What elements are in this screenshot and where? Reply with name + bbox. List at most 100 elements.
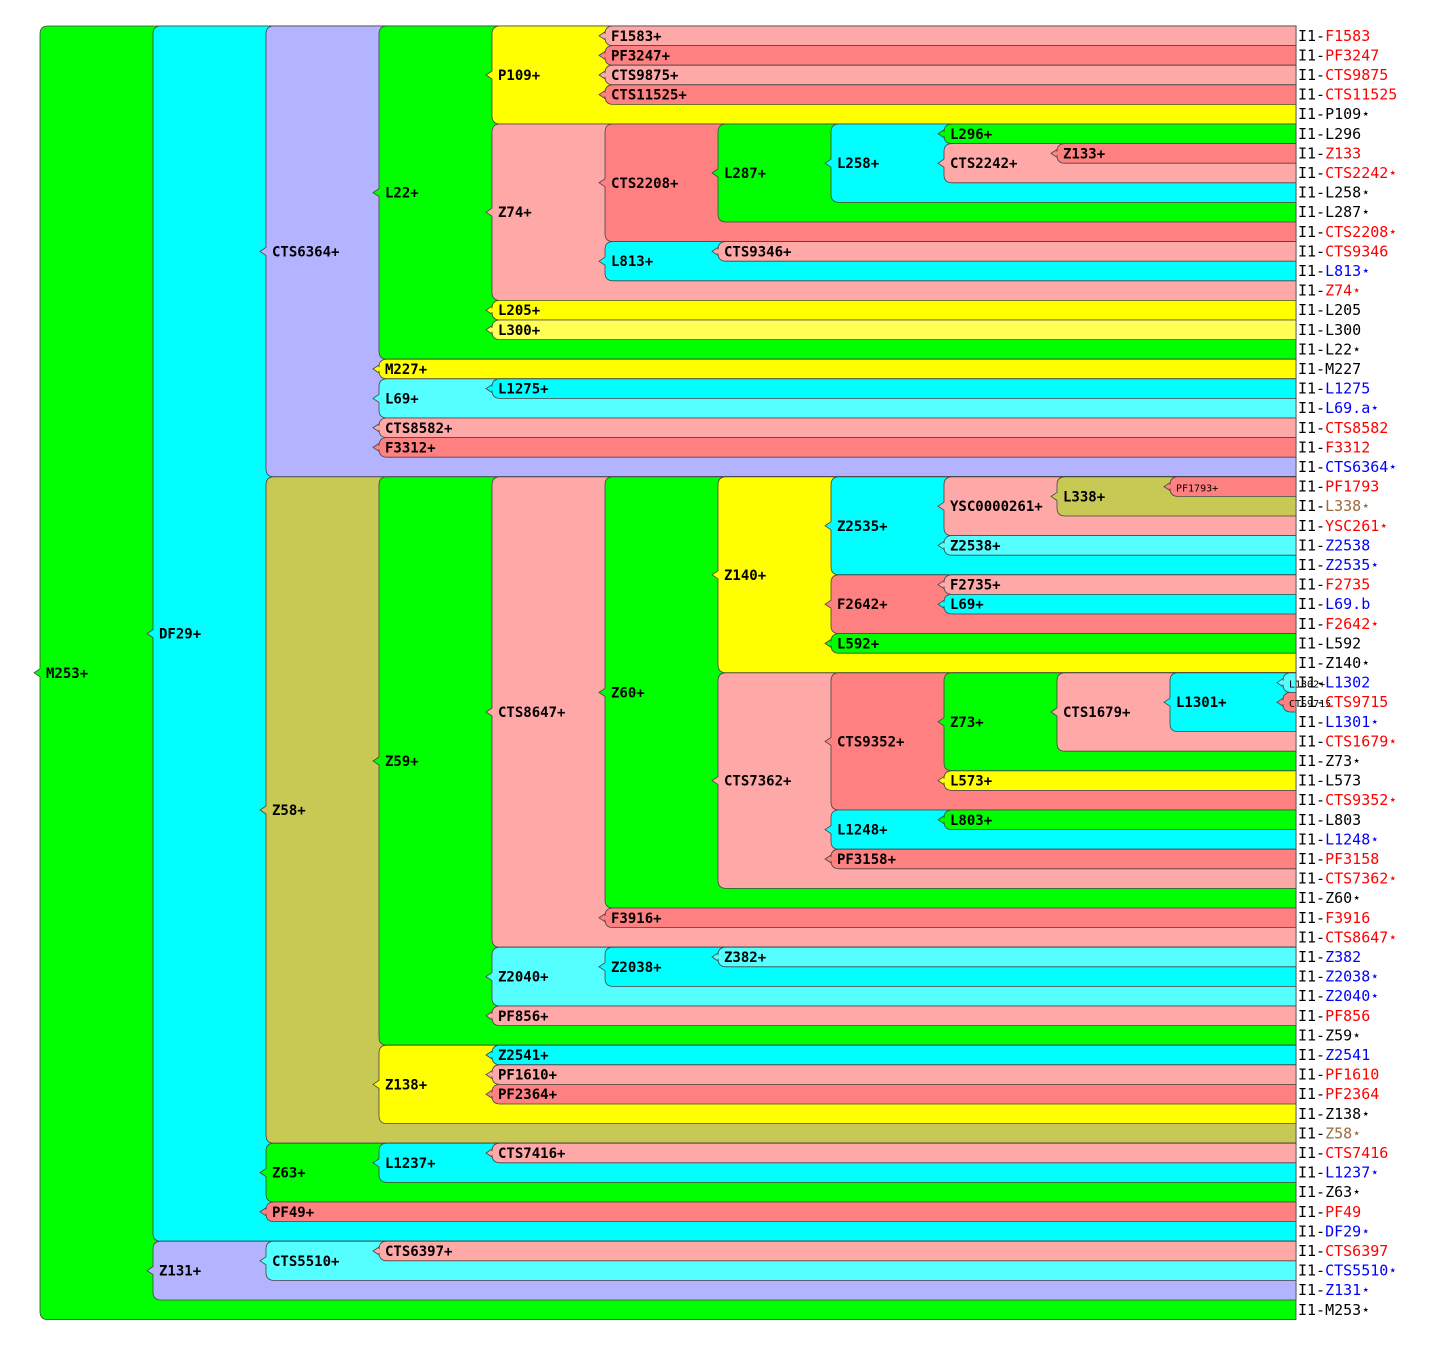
clade-label-z140-23: Z140+	[724, 568, 766, 584]
clade-block-cts7416-57	[485, 1142, 1297, 1164]
leaf-prefix: I1-	[1298, 86, 1325, 104]
leaf-prefix: I1-	[1298, 536, 1325, 554]
leaf-prefix: I1-	[1298, 242, 1325, 260]
leaf-row-cts7416: I1-CTS7416	[1298, 1144, 1388, 1162]
leaf-name: Z2038⋆	[1325, 968, 1379, 986]
leaf-name: F3312	[1325, 438, 1370, 456]
clade-label-z74-5: Z74+	[498, 205, 532, 221]
leaf-prefix: I1-	[1298, 752, 1325, 770]
leaf-prefix: I1-	[1298, 1301, 1325, 1319]
leaf-row-z2535: I1-Z2535⋆	[1298, 556, 1379, 574]
leaf-row-cts5510: I1-CTS5510⋆	[1298, 1262, 1397, 1280]
clade-label-l1237-57: L1237+	[385, 1156, 436, 1172]
leaf-prefix: I1-	[1298, 732, 1325, 750]
clade-label-cts9352-33: CTS9352+	[837, 734, 904, 750]
leaf-prefix: I1-	[1298, 27, 1325, 45]
leaf-name: Z138⋆	[1325, 1105, 1370, 1123]
leaf-name: Z60⋆	[1325, 889, 1361, 907]
leaf-name: Z2040⋆	[1325, 987, 1379, 1005]
leaf-prefix: I1-	[1298, 105, 1325, 123]
leaf-row-cts2242: I1-CTS2242⋆	[1298, 164, 1397, 182]
leaf-row-z2538: I1-Z2538	[1298, 536, 1370, 554]
leaf-prefix: I1-	[1298, 321, 1325, 339]
leaf-row-cts9346: I1-CTS9346	[1298, 242, 1388, 260]
leaf-name: PF1793	[1325, 478, 1379, 496]
leaf-row-l338: I1-L338⋆	[1298, 497, 1370, 515]
leaf-name: L22⋆	[1325, 340, 1361, 358]
clade-block-l573-38	[937, 770, 1297, 791]
leaf-row-z58: I1-Z58⋆	[1298, 1124, 1361, 1142]
leaf-name: PF856	[1325, 1007, 1370, 1025]
leaf-name: L300	[1325, 321, 1361, 339]
clade-block-pf3247-1	[598, 45, 1297, 66]
leaf-row-l813: I1-L813⋆	[1298, 262, 1370, 280]
leaf-name: Z59⋆	[1325, 1026, 1361, 1044]
leaf-name: L69.a⋆	[1325, 399, 1379, 417]
clade-label-cts5510-62: CTS5510+	[272, 1254, 339, 1270]
leaf-prefix: I1-	[1298, 1164, 1325, 1182]
leaf-row-cts9715: I1-CTS9715	[1298, 693, 1388, 711]
leaf-prefix: I1-	[1298, 556, 1325, 574]
clade-label-l296-5: L296+	[950, 127, 992, 143]
leaf-row-z131: I1-Z131⋆	[1298, 1281, 1370, 1299]
leaf-prefix: I1-	[1298, 634, 1325, 652]
leaf-prefix: I1-	[1298, 674, 1325, 692]
clade-block-z382-47	[711, 946, 1297, 968]
leaf-row-m253: I1-M253⋆	[1298, 1301, 1370, 1319]
leaf-name: L1301⋆	[1325, 713, 1379, 731]
leaf-name: L258⋆	[1325, 184, 1370, 202]
clade-block-f3312-21	[372, 437, 1297, 458]
clade-label-z73-33: Z73+	[950, 715, 984, 731]
leaf-row-pf1610: I1-PF1610	[1298, 1066, 1379, 1084]
leaf-row-pf856: I1-PF856	[1298, 1007, 1370, 1025]
clade-label-z2535-23: Z2535+	[837, 519, 888, 535]
clade-block-l69-29	[937, 594, 1297, 615]
leaf-prefix: I1-	[1298, 811, 1325, 829]
leaf-row-l1248: I1-L1248⋆	[1298, 830, 1379, 848]
leaf-row-cts7362: I1-CTS7362⋆	[1298, 870, 1397, 888]
clade-block-l1301-33	[1163, 672, 1297, 732]
leaf-prefix: I1-	[1298, 380, 1325, 398]
clade-label-cts8582-20: CTS8582+	[385, 421, 452, 437]
leaf-prefix: I1-	[1298, 713, 1325, 731]
leaf-name: L813⋆	[1325, 262, 1370, 280]
clade-label-ysc0000261-23: YSC0000261+	[950, 499, 1043, 515]
clade-label-pf3158-42: PF3158+	[837, 852, 896, 868]
leaf-row-l296: I1-L296	[1298, 125, 1361, 143]
leaf-name: M253⋆	[1325, 1301, 1370, 1319]
leaf-row-cts9352: I1-CTS9352⋆	[1298, 791, 1397, 809]
leaf-name: L1275	[1325, 380, 1370, 398]
leaf-prefix: I1-	[1298, 850, 1325, 868]
leaf-row-f3312: I1-F3312	[1298, 438, 1370, 456]
clade-block-l1275-18	[485, 378, 1297, 399]
clade-label-pf2364-54: PF2364+	[498, 1087, 557, 1103]
leaf-name: Z140⋆	[1325, 654, 1370, 672]
clade-label-l573-38: L573+	[950, 774, 992, 790]
leaf-name: CTS8582	[1325, 419, 1388, 437]
clade-block-pf3158-42	[824, 848, 1297, 870]
leaf-prefix: I1-	[1298, 1066, 1325, 1084]
leaf-row-cts8582: I1-CTS8582	[1298, 419, 1388, 437]
clade-label-cts11525-3: CTS11525+	[611, 88, 687, 104]
leaf-row-pf49: I1-PF49	[1298, 1203, 1361, 1221]
clade-label-l338-23: L338+	[1063, 489, 1105, 505]
clade-label-l813-11: L813+	[611, 254, 653, 270]
leaf-prefix: I1-	[1298, 968, 1325, 986]
leaf-prefix: I1-	[1298, 615, 1325, 633]
leaf-row-f2735: I1-F2735	[1298, 576, 1370, 594]
leaf-prefix: I1-	[1298, 340, 1325, 358]
leaf-prefix: I1-	[1298, 301, 1325, 319]
clade-label-f2642-28: F2642+	[837, 597, 888, 613]
clade-label-cts9875-2: CTS9875+	[611, 68, 678, 84]
leaf-prefix: I1-	[1298, 1281, 1325, 1299]
leaf-prefix: I1-	[1298, 1085, 1325, 1103]
clade-block-cts11525-3	[598, 84, 1297, 105]
clade-label-z2038-47: Z2038+	[611, 960, 662, 976]
leaf-prefix: I1-	[1298, 438, 1325, 456]
leaf-prefix: I1-	[1298, 184, 1325, 202]
clade-block-l205-14	[485, 300, 1297, 321]
leaf-name: L1237⋆	[1325, 1164, 1379, 1182]
clade-label-f3312-21: F3312+	[385, 440, 436, 456]
leaf-prefix: I1-	[1298, 125, 1325, 143]
leaf-row-pf3247: I1-PF3247	[1298, 46, 1379, 64]
